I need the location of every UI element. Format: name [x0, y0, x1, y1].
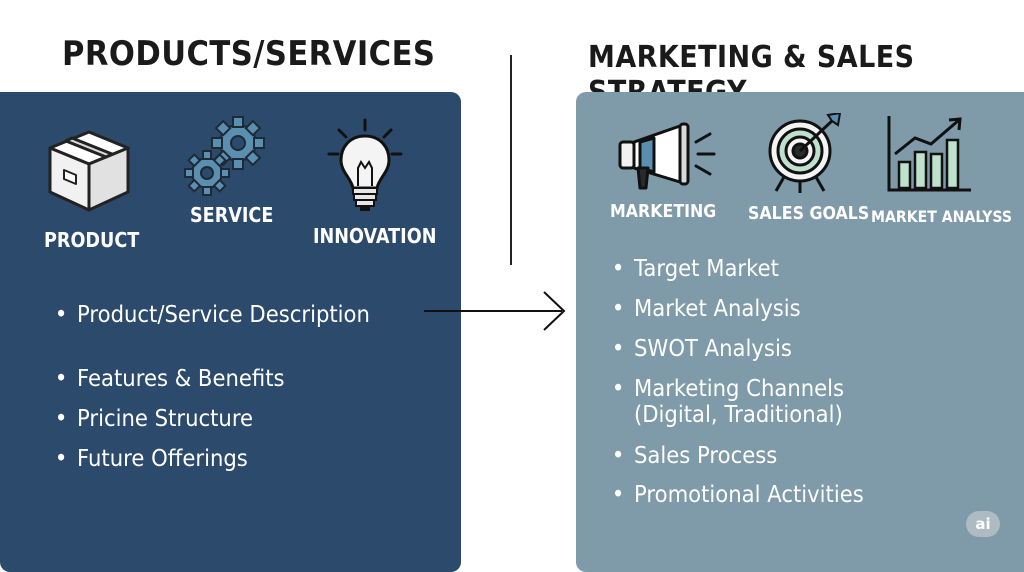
product-label: PRODUCT — [44, 228, 140, 252]
list-item: Market Analysis — [612, 296, 801, 322]
market-analysis-label: MARKET ANALYSS — [871, 207, 1012, 226]
innovation-label: INNOVATION — [313, 224, 437, 248]
vertical-divider — [510, 55, 512, 265]
ai-badge: ai — [966, 511, 1000, 537]
megaphone-icon — [618, 122, 716, 190]
list-item: Features & Benefits — [55, 366, 285, 392]
box-icon — [48, 130, 130, 212]
left-section-title: PRODUCTS/SERVICES — [62, 34, 436, 74]
target-icon — [768, 113, 842, 193]
sales-goals-label: SALES GOALS — [748, 203, 870, 224]
gears-icon — [184, 116, 265, 196]
list-item: Promotional Activities — [612, 482, 864, 508]
list-item: Future Offerings — [55, 446, 248, 472]
lightbulb-icon — [327, 118, 403, 211]
marketing-label: MARKETING — [610, 201, 717, 222]
list-item: Pricine Structure — [55, 406, 253, 432]
list-item: Sales Process — [612, 443, 777, 469]
list-item-line: Marketing Channels — [634, 376, 845, 402]
list-item: Product/Service Description — [55, 302, 370, 328]
list-item-line: (Digital, Traditional) — [634, 402, 843, 428]
list-item: Marketing Channels (Digital, Traditional… — [612, 376, 845, 428]
list-item: SWOT Analysis — [612, 336, 792, 362]
arrow-right-icon — [424, 291, 566, 331]
bar-chart-icon — [887, 116, 971, 192]
list-item: Target Market — [612, 256, 779, 282]
service-label: SERVICE — [190, 203, 274, 227]
